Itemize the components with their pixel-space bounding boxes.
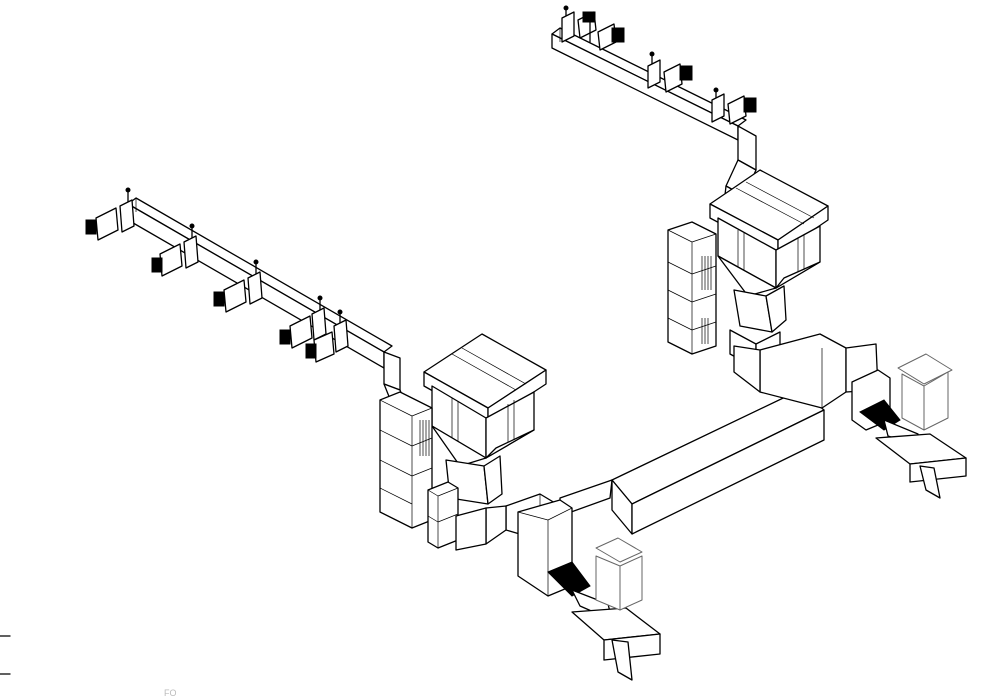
left-branch-duct bbox=[85, 187, 409, 411]
left-diffuser-5 bbox=[305, 309, 349, 363]
left-air-handling-unit bbox=[379, 333, 547, 549]
upper-coil bbox=[701, 256, 712, 344]
left-coil bbox=[419, 420, 430, 456]
left-diffuser-4 bbox=[279, 295, 327, 349]
lower-right-fan-assembly bbox=[851, 353, 967, 499]
upper-branch-duct bbox=[551, 5, 757, 215]
left-diffuser-2 bbox=[151, 223, 199, 277]
upper-diffuser-1 bbox=[561, 5, 597, 43]
upper-diffuser-3 bbox=[647, 51, 693, 93]
upper-diffuser-4 bbox=[711, 87, 757, 125]
lower-left-fan-assembly bbox=[517, 499, 661, 681]
upper-diffuser-2 bbox=[589, 19, 625, 51]
corner-label: FO bbox=[164, 688, 177, 698]
left-diffuser-3 bbox=[213, 259, 263, 313]
left-diffuser-1 bbox=[85, 187, 135, 241]
